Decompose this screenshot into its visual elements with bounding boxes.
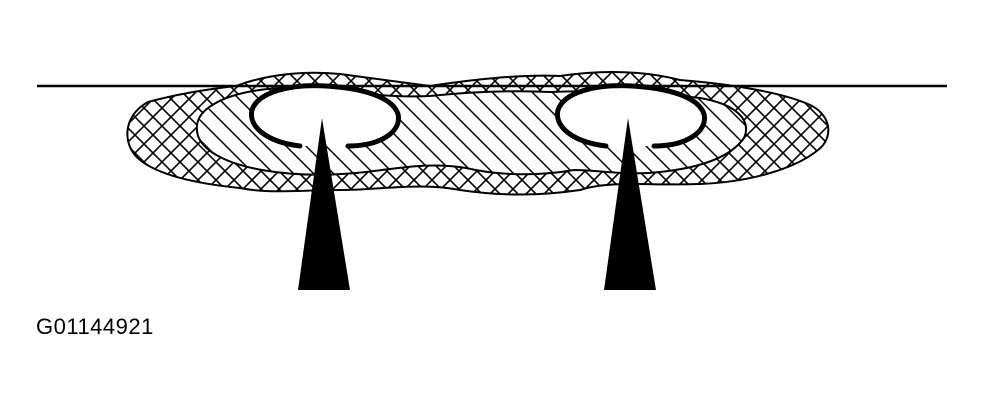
right-arrow-up-icon: [604, 118, 656, 290]
left-arrow-up-icon: [298, 118, 350, 290]
left-ring: [248, 83, 401, 149]
figure-id-label: G01144921: [36, 314, 154, 339]
right-ring: [554, 83, 707, 149]
